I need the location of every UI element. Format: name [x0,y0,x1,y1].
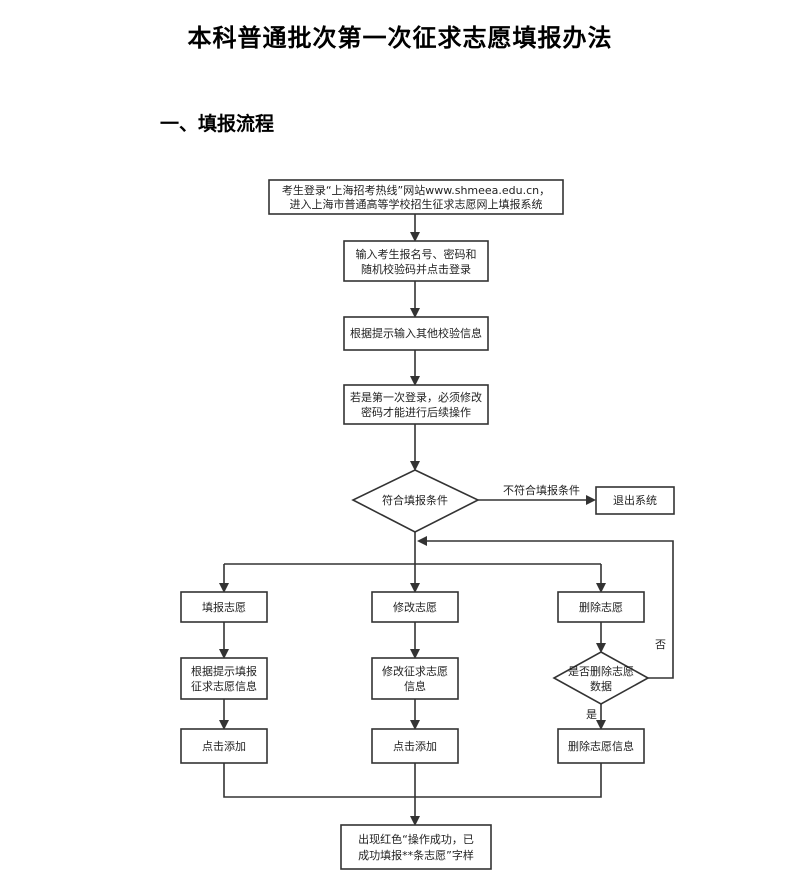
node-condition: 符合填报条件 [351,469,480,533]
edge-confirm-no-loop [417,536,674,679]
node-confirm-delete: 是否删除志愿 数据 [552,651,650,705]
node-verify: 根据提示输入其他校验信息 [343,316,489,351]
node-modify-info-line-1: 修改征求志愿 [382,664,448,678]
node-modify-info: 修改征求志愿 信息 [371,657,459,700]
node-input-id: 输入考生报名号、密码和 随机校验码并点击登录 [343,240,489,282]
node-confirm-delete-line-1: 是否删除志愿 [568,664,634,678]
node-first-login-line-2: 密码才能进行后续操作 [361,405,471,419]
node-delete-info: 删除志愿信息 [557,728,645,764]
node-modify-line-1: 修改志愿 [393,600,437,614]
node-exit: 退出系统 [595,486,675,515]
node-success-line-1: 出现红色“操作成功，已 [358,832,474,846]
node-fill-line-1: 填报志愿 [202,600,246,614]
node-fill: 填报志愿 [180,591,268,623]
node-modify-info-line-2: 信息 [404,679,426,693]
node-login-line-2: 进入上海市普通高等学校招生征求志愿网上填报系统 [290,197,543,211]
node-delete-line-1: 删除志愿 [579,600,623,614]
node-add-1-line-1: 点击添加 [202,739,246,753]
node-verify-line-1: 根据提示输入其他校验信息 [350,326,482,340]
node-delete: 删除志愿 [557,591,645,623]
edge-label-not-eligible: 不符合填报条件 [503,483,580,497]
node-login-line-1: 考生登录“上海招考热线”网站www.shmeea.edu.cn， [282,183,550,197]
section-heading: 一、填报流程 [160,113,275,135]
node-delete-info-line-1: 删除志愿信息 [568,739,634,753]
node-fill-info-line-1: 根据提示填报 [191,664,257,678]
node-input-id-line-2: 随机校验码并点击登录 [361,262,471,276]
edge-deleteinfo-success [415,763,602,798]
node-confirm-delete-line-2: 数据 [590,679,612,693]
node-first-login-line-1: 若是第一次登录，必须修改 [350,390,482,404]
edge-label-yes: 是 [586,708,597,721]
node-add-1: 点击添加 [180,728,268,764]
node-success: 出现红色“操作成功，已 成功填报**条志愿”字样 [340,824,492,870]
node-success-line-2: 成功填报**条志愿”字样 [358,848,474,862]
node-exit-line-1: 退出系统 [613,493,657,507]
node-first-login: 若是第一次登录，必须修改 密码才能进行后续操作 [343,384,489,425]
flow-edges [219,214,674,826]
node-add-2: 点击添加 [371,728,459,764]
node-fill-info-line-2: 征求志愿信息 [191,679,257,693]
node-fill-info: 根据提示填报 征求志愿信息 [180,657,268,700]
node-modify: 修改志愿 [371,591,459,623]
node-login: 考生登录“上海招考热线”网站www.shmeea.edu.cn， 进入上海市普通… [268,179,564,215]
node-input-id-line-1: 输入考生报名号、密码和 [356,247,477,261]
edge-label-no: 否 [655,638,666,651]
edge-add1-success [223,763,415,798]
node-add-2-line-1: 点击添加 [393,739,437,753]
document-title: 本科普通批次第一次征求志愿填报办法 [187,23,613,52]
node-condition-line-1: 符合填报条件 [382,493,448,507]
